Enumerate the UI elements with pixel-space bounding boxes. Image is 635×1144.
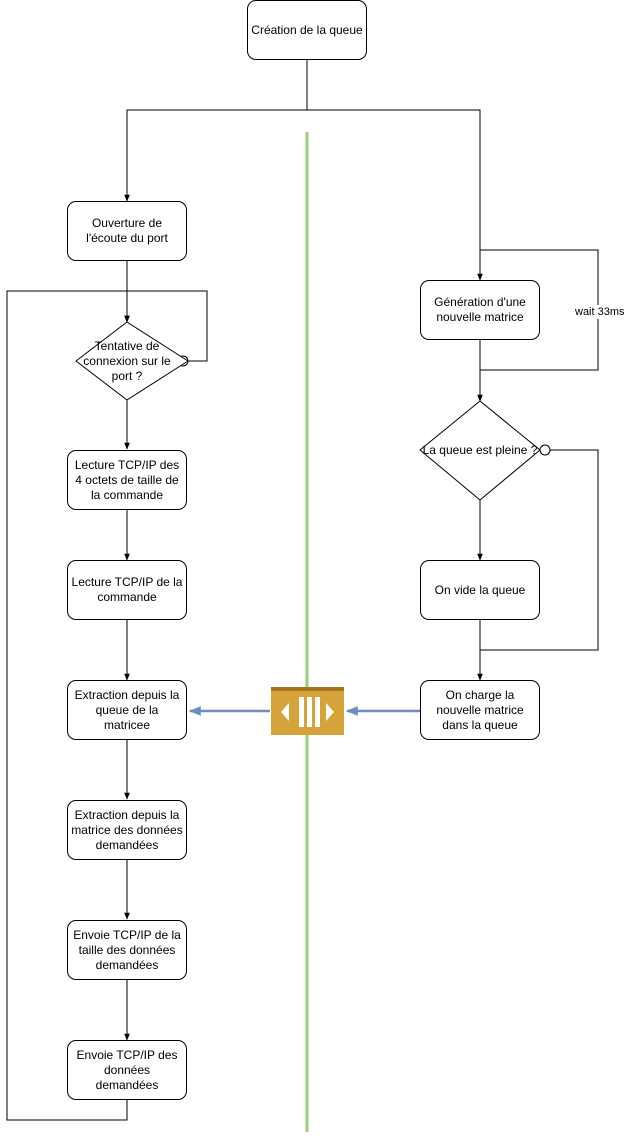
edge-create-to-open [124, 60, 308, 202]
gen-matrix-node: Génération d'une nouvelle matrice [420, 280, 540, 340]
load-matrix-node: On charge la nouvelle matrice dans la qu… [420, 680, 540, 740]
create-queue-label: Création de la queue [251, 22, 363, 37]
empty-queue-node: On vide la queue [420, 560, 540, 620]
edge-create-to-gen [307, 109, 483, 281]
full-no-marker [539, 444, 551, 456]
queue-icon [271, 687, 344, 735]
edge-senddata-loop-back [6, 290, 130, 1121]
send-data-label: Envoie TCP/IP des données demandées [76, 1047, 178, 1092]
extract-matrix-label: Extraction depuis la matrice des données… [71, 807, 183, 852]
read-size-node: Lecture TCP/IP des 4 octets de taille de… [67, 450, 187, 510]
extract-queue-node: Extraction depuis la queue de la matrice… [67, 680, 187, 740]
wait-label: wait 33ms [574, 305, 626, 319]
read-cmd-node: Lecture TCP/IP de la commande [67, 560, 187, 620]
send-size-node: Envoie TCP/IP de la taille des données d… [67, 920, 187, 980]
send-data-node: Envoie TCP/IP des données demandées [67, 1040, 187, 1100]
create-queue-node: Création de la queue [247, 0, 367, 60]
send-size-label: Envoie TCP/IP de la taille des données d… [73, 927, 181, 972]
extract-matrix-node: Extraction depuis la matrice des données… [67, 800, 187, 860]
queue-full-decision-shape [419, 400, 541, 501]
open-port-label: Ouverture de l'écoute du port [86, 216, 168, 245]
edge-full-no-branch [480, 449, 599, 651]
edge-connect-retry-loop [127, 290, 208, 362]
load-matrix-label: On charge la nouvelle matrice dans la qu… [436, 687, 524, 732]
queue-full-decision-label: La queue est pleine ? [422, 442, 538, 457]
read-size-label: Lecture TCP/IP des 4 octets de taille de… [74, 457, 180, 502]
connect-decision-label: Tentative de connexion sur le port ? [83, 338, 171, 383]
read-cmd-label: Lecture TCP/IP de la commande [71, 575, 183, 604]
open-port-node: Ouverture de l'écoute du port [67, 201, 187, 261]
connect-decision-shape [75, 321, 189, 401]
empty-queue-label: On vide la queue [434, 582, 526, 597]
gen-matrix-label: Génération d'une nouvelle matrice [434, 295, 526, 324]
extract-queue-label: Extraction depuis la queue de la matrice… [74, 687, 180, 732]
